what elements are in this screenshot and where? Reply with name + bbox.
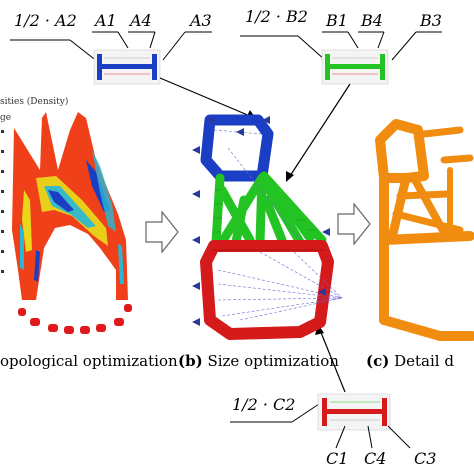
callout-b-right-flange xyxy=(380,54,385,80)
callout-a-label-2: A4 xyxy=(128,11,152,30)
topology-panel: sities (Density) ge xyxy=(0,96,178,370)
callout-c-label-3: C3 xyxy=(414,449,436,468)
size-opt-panel: (b) Size optimization xyxy=(178,114,343,370)
size-opt-caption-letter: (b) xyxy=(178,352,203,370)
callout-b: 1/2 · B2 B1 B4 B3 xyxy=(240,7,442,85)
callout-a-frac: 1/2 · A2 xyxy=(14,11,77,30)
callout-a-label-3: A3 xyxy=(188,11,212,30)
blue-frame xyxy=(200,114,274,182)
green-truss-mesh xyxy=(214,189,316,233)
callout-c-frac: 1/2 · C2 xyxy=(232,395,295,414)
detail-caption-letter: (c) xyxy=(366,352,389,370)
callout-b-left-flange xyxy=(325,54,330,80)
topology-legend-title: sities (Density) xyxy=(0,96,68,107)
callout-b-web xyxy=(330,64,380,69)
topology-color-scale xyxy=(1,130,4,273)
detail-caption-text: Detail d xyxy=(389,352,454,370)
callout-c-web xyxy=(327,409,382,414)
boundary-markers xyxy=(192,116,330,326)
callout-c-label-1: C1 xyxy=(326,449,348,468)
callout-c-left-flange xyxy=(322,398,327,426)
callout-b-frac: 1/2 · B2 xyxy=(245,7,308,26)
flow-arrow-2 xyxy=(337,202,371,246)
topology-bottom-supports xyxy=(18,304,132,334)
size-opt-caption-text: Size optimization xyxy=(203,352,340,370)
size-opt-caption: (b) Size optimization xyxy=(178,352,339,370)
topology-legend-sub: ge xyxy=(0,113,11,123)
callout-b-label-2: B4 xyxy=(360,11,383,30)
callout-a-label-1: A1 xyxy=(93,11,117,30)
callout-b-label-3: B3 xyxy=(419,11,442,30)
callout-c-right-flange xyxy=(382,398,387,426)
callout-b-label-1: B1 xyxy=(325,11,348,30)
callout-a: 1/2 · A2 A1 A4 A3 xyxy=(10,11,212,85)
callout-a-right-flange xyxy=(152,54,157,80)
flow-arrow-1 xyxy=(145,210,179,254)
green-truss xyxy=(211,171,327,247)
callout-c-label-2: C4 xyxy=(364,449,386,468)
callout-a-web xyxy=(102,64,152,69)
red-frame xyxy=(200,240,334,340)
detail-top-frame xyxy=(375,119,429,183)
detail-panel: (c) Detail d xyxy=(366,119,474,370)
callout-c: 1/2 · C2 C1 C4 C3 xyxy=(230,393,436,468)
callout-a-left-flange xyxy=(97,54,102,80)
topology-caption: opological optimization xyxy=(0,352,178,370)
detail-caption: (c) Detail d xyxy=(366,352,454,370)
